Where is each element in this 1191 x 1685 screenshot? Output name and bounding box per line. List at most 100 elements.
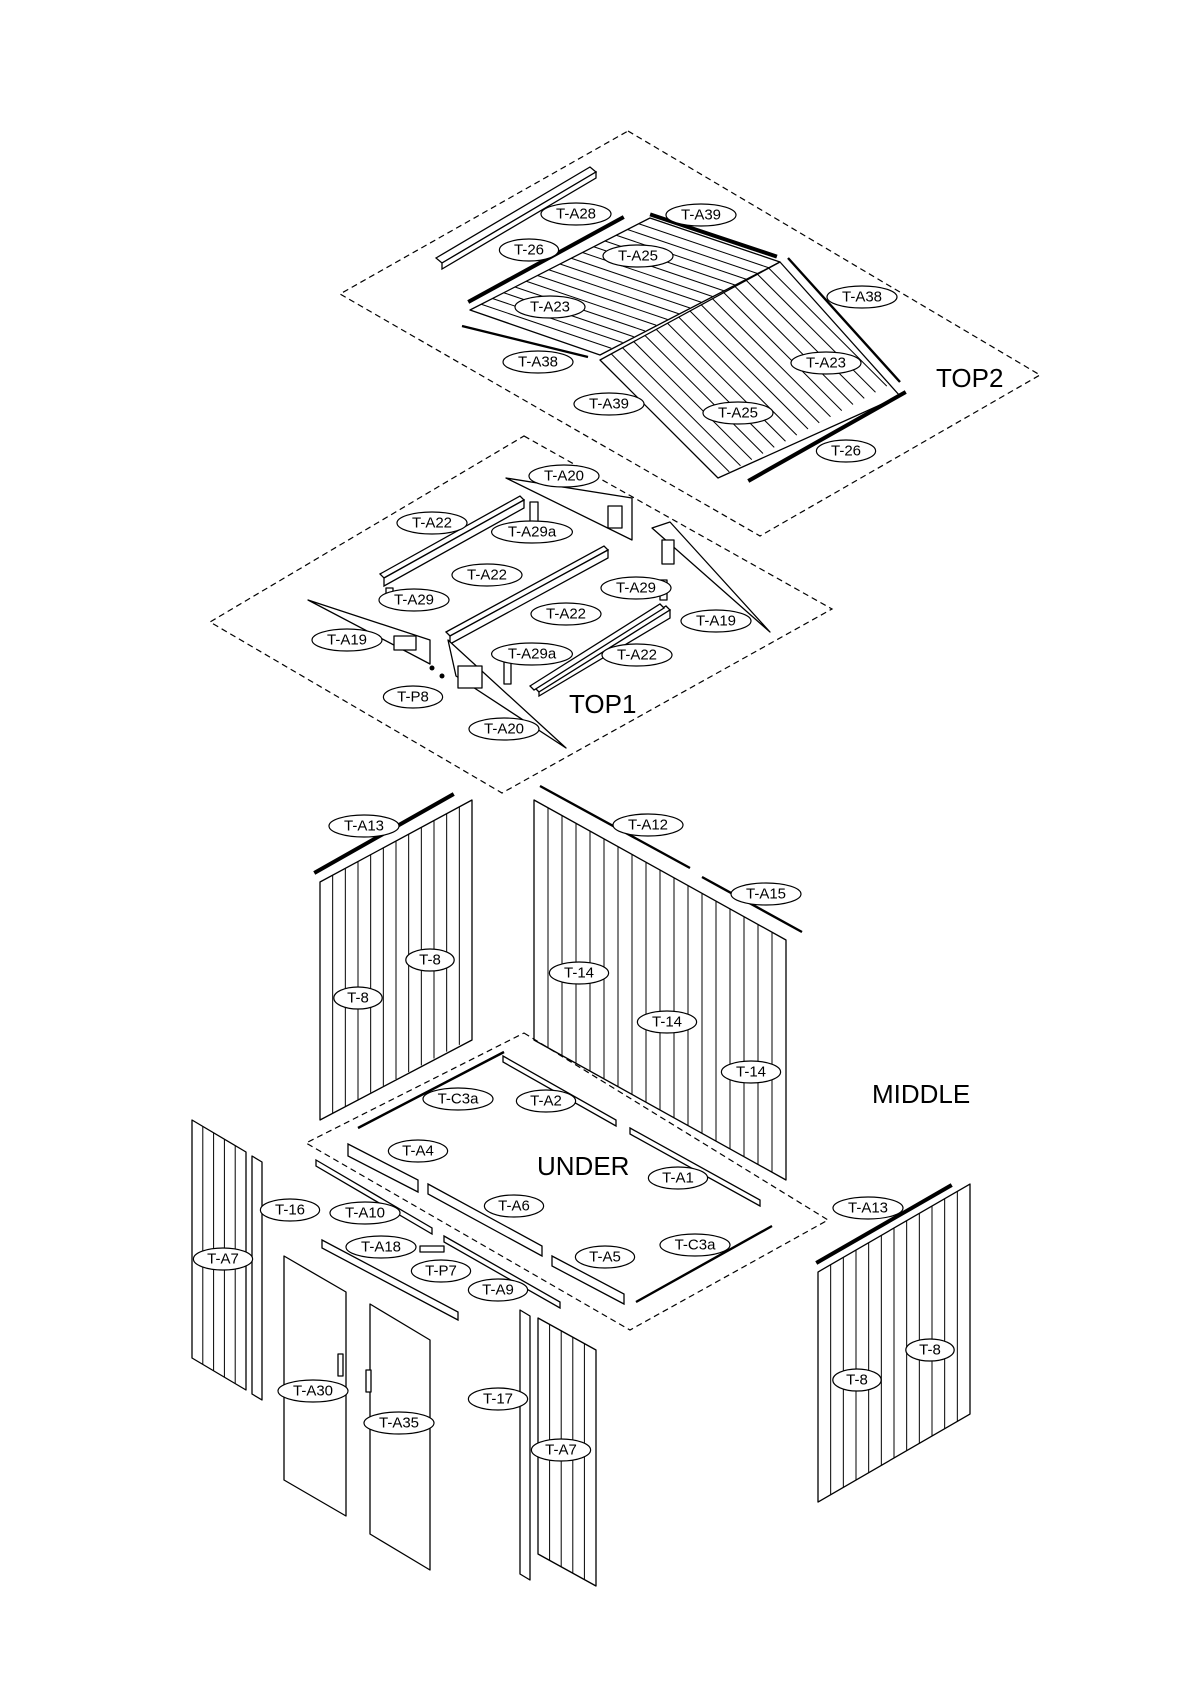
mid-part-17: [519, 1309, 531, 1581]
part-label-text: T-17: [483, 1391, 513, 1408]
part-label-ellipse: [573, 392, 645, 416]
panel-rib: [667, 322, 786, 442]
part-label-ellipse: [665, 203, 737, 227]
panel-rib: [627, 229, 758, 274]
part-label-text: T-A19: [696, 613, 736, 630]
front-side-walls: [191, 1119, 971, 1587]
part-label-top1-a19a: T-A19: [680, 609, 752, 633]
part-label-ellipse: [815, 439, 877, 463]
part-label-mid-a15: T-A15: [730, 882, 802, 906]
part-label-top1-a22a: T-A22: [396, 511, 468, 535]
part-label-ellipse: [548, 961, 610, 985]
part-label-text: T-A29a: [508, 524, 557, 541]
part-label-mid-8d: T-8: [832, 1368, 882, 1392]
part-label-mid-14c: T-14: [720, 1060, 782, 1084]
top1-part-a29a-lower: [503, 661, 512, 685]
part-label-ellipse: [647, 1166, 709, 1190]
panel-rib: [571, 257, 702, 303]
part-label-ellipse: [382, 685, 444, 709]
part-label-mid-8b: T-8: [333, 986, 383, 1010]
part-label-top1-a20a: T-A20: [528, 464, 600, 488]
part-label-top2-a28: T-A28: [540, 202, 612, 226]
panel-rib: [734, 286, 854, 405]
panel-rib: [633, 341, 753, 460]
part-label-und-a9: T-A9: [467, 1278, 529, 1302]
part-label-text: T-A29a: [508, 646, 557, 663]
part-label-top1-a22d: T-A22: [601, 643, 673, 667]
part-label-und-c3a-a: T-C3a: [422, 1087, 494, 1111]
part-label-ellipse: [491, 520, 574, 544]
part-label-text: T-A22: [467, 567, 507, 584]
part-label-ellipse: [720, 1060, 782, 1084]
part-label-ellipse: [410, 1259, 472, 1283]
part-label-mid-a13b: T-A13: [832, 1196, 904, 1220]
part-label-ellipse: [702, 401, 774, 425]
top1-part-a22-a: [378, 495, 526, 588]
part-label-text: T-A29: [394, 592, 434, 609]
part-label-mid-a7a: T-A7: [192, 1247, 254, 1271]
part-label-text: T-A23: [530, 299, 570, 316]
part-label-ellipse: [826, 285, 898, 309]
part-label-mid-a13a: T-A13: [328, 814, 400, 838]
part-label-text: T-A39: [589, 396, 629, 413]
part-label-und-c3a-b: T-C3a: [659, 1233, 731, 1257]
part-label-text: T-A29: [616, 580, 656, 597]
part-label-text: T-A39: [681, 207, 721, 224]
part-label-top1-a29a: T-A29: [378, 588, 450, 612]
panel-rib: [689, 310, 809, 430]
part-label-text: T-16: [275, 1202, 305, 1219]
part-label-top1-a19b: T-A19: [311, 628, 383, 652]
part-label-top1-a22c: T-A22: [530, 602, 602, 626]
top2-boundary: [338, 130, 1042, 537]
top1-part-a22-b: [444, 545, 610, 646]
panel-rib: [745, 280, 865, 399]
part-label-mid-a35: T-A35: [363, 1411, 435, 1435]
part-label-ellipse: [422, 1087, 494, 1111]
part-label-ellipse: [514, 295, 586, 319]
part-label-mid-8c: T-8: [905, 1338, 955, 1362]
part-label-top2-a23b: T-A23: [790, 351, 862, 375]
part-label-ellipse: [192, 1247, 254, 1271]
part-label-ellipse: [730, 882, 802, 906]
part-label-text: T-14: [652, 1014, 682, 1031]
part-label-text: T-A38: [518, 354, 558, 371]
panel-rib: [712, 298, 831, 418]
part-label-ellipse: [451, 563, 523, 587]
top1-part-a19-right: [651, 521, 771, 633]
part-label-und-p7: T-P7: [410, 1259, 472, 1283]
panel-rib: [757, 273, 876, 393]
part-label-mid-8a: T-8: [405, 948, 455, 972]
und-part-a18: [321, 1238, 459, 1322]
part-label-top2-a38b: T-A38: [502, 350, 574, 374]
und-part-a6: [427, 1182, 543, 1258]
part-label-und-a6: T-A6: [483, 1194, 545, 1218]
part-label-text: T-A18: [361, 1239, 401, 1256]
part-label-text: T-A1: [662, 1170, 694, 1187]
part-label-ellipse: [680, 609, 752, 633]
part-label-ellipse: [832, 1196, 904, 1220]
part-label-ellipse: [530, 602, 602, 626]
part-label-ellipse: [905, 1338, 955, 1362]
top2-part-a38-lower: [461, 324, 589, 359]
top1-part-p8-screw-b: [439, 673, 445, 679]
part-label-text: T-26: [831, 443, 861, 460]
part-label-text: T-P7: [425, 1263, 457, 1280]
part-label-text: T-A19: [327, 632, 367, 649]
part-label-text: T-A30: [293, 1383, 333, 1400]
part-label-ellipse: [540, 202, 612, 226]
part-label-ellipse: [832, 1368, 882, 1392]
part-label-text: T-A2: [530, 1093, 562, 1110]
part-label-top2-a23a: T-A23: [514, 295, 586, 319]
part-label-ellipse: [602, 244, 674, 268]
und-part-p7: [419, 1245, 445, 1253]
part-label-text: T-A10: [345, 1205, 385, 1222]
panel-rib: [610, 353, 730, 473]
top2-part-26-lower: [747, 390, 907, 483]
top1-a20-upper-window: [607, 505, 623, 529]
part-label-mid-14b: T-14: [636, 1010, 698, 1034]
part-label-mid-a12: T-A12: [612, 813, 684, 837]
panel-rib: [678, 316, 798, 436]
part-label-text: T-A7: [207, 1251, 239, 1268]
part-label-text: T-P8: [397, 689, 429, 706]
